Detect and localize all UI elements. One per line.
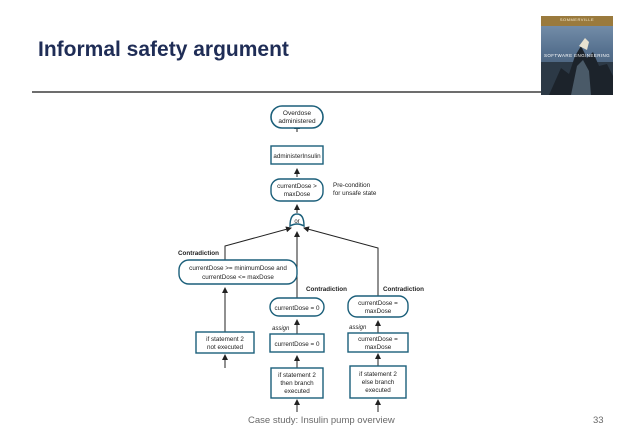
assign-max-line-2: maxDose bbox=[365, 344, 392, 351]
or-gate: or bbox=[289, 213, 305, 228]
if-right-line-1: if statement 2 bbox=[359, 371, 397, 378]
node-overdose-administered: Overdose administered bbox=[270, 105, 324, 129]
footer-caption: Case study: Insulin pump overview bbox=[248, 415, 395, 426]
assign-right-label: assign bbox=[349, 325, 367, 331]
assign-zero-label: currentDose = 0 bbox=[275, 341, 320, 348]
node-dose-zero: currentDose = 0 bbox=[269, 297, 325, 317]
or-gate-label: or bbox=[294, 219, 299, 225]
overdose-line-1: Overdose bbox=[283, 110, 312, 117]
book-cover-image: SOMMERVILLE SOFTWARE ENGINEERING bbox=[541, 16, 613, 95]
node-assign-max: currentDose = maxDose bbox=[347, 332, 409, 353]
book-cover-title: SOFTWARE ENGINEERING bbox=[543, 53, 611, 58]
if-mid-line-1: if statement 2 bbox=[278, 372, 316, 379]
node-if-then-branch: if statement 2 then branch executed bbox=[270, 367, 324, 399]
assign-max-line-1: currentDose = bbox=[358, 336, 398, 343]
node-assign-zero: currentDose = 0 bbox=[269, 333, 325, 353]
page-number: 33 bbox=[593, 415, 604, 426]
assign-mid-label: assign bbox=[272, 326, 290, 332]
node-dose-max: currentDose = maxDose bbox=[347, 295, 409, 318]
book-cover-band bbox=[541, 16, 613, 26]
book-cover-author: SOMMERVILLE bbox=[559, 17, 595, 22]
arrow-range-to-or bbox=[224, 226, 292, 260]
node-if-not-executed: if statement 2 not executed bbox=[195, 331, 255, 354]
if-mid-line-3: executed bbox=[284, 388, 310, 395]
if-right-line-3: executed bbox=[365, 387, 391, 394]
node-precondition: currentDose > maxDose bbox=[270, 178, 324, 202]
precondition-note-line-1: Pre-condition bbox=[333, 182, 371, 189]
administer-label: administerInsulin bbox=[273, 153, 321, 160]
node-if-else-branch: if statement 2 else branch executed bbox=[349, 365, 407, 399]
range-line-1: currentDose >= minimumDose and bbox=[189, 265, 287, 272]
if-right-line-2: else branch bbox=[362, 379, 395, 386]
dose-max-line-1: currentDose = bbox=[358, 300, 398, 307]
overdose-line-2: administered bbox=[278, 118, 316, 125]
precondition-line-1: currentDose > bbox=[277, 183, 317, 190]
precondition-line-2: maxDose bbox=[284, 191, 311, 198]
range-line-2: currentDose <= maxDose bbox=[202, 274, 274, 281]
precondition-note-line-2: for unsafe state bbox=[333, 190, 377, 197]
contradiction-right-label: Contradiction bbox=[383, 286, 424, 293]
slide-title: Informal safety argument bbox=[38, 38, 289, 61]
if-left-line-2: not executed bbox=[207, 344, 244, 351]
arrow-max-to-or bbox=[303, 226, 379, 296]
node-administer-insulin: administerInsulin bbox=[270, 145, 324, 165]
dose-zero-label: currentDose = 0 bbox=[275, 305, 320, 312]
node-dose-range: currentDose >= minimumDose and currentDo… bbox=[178, 259, 298, 285]
contradiction-mid-label: Contradiction bbox=[306, 286, 347, 293]
if-mid-line-2: then branch bbox=[280, 380, 314, 387]
if-left-line-1: if statement 2 bbox=[206, 336, 244, 343]
dose-max-line-2: maxDose bbox=[365, 308, 392, 315]
book-cover-art bbox=[541, 38, 613, 95]
contradiction-left-label: Contradiction bbox=[178, 250, 219, 257]
title-divider bbox=[32, 91, 542, 93]
